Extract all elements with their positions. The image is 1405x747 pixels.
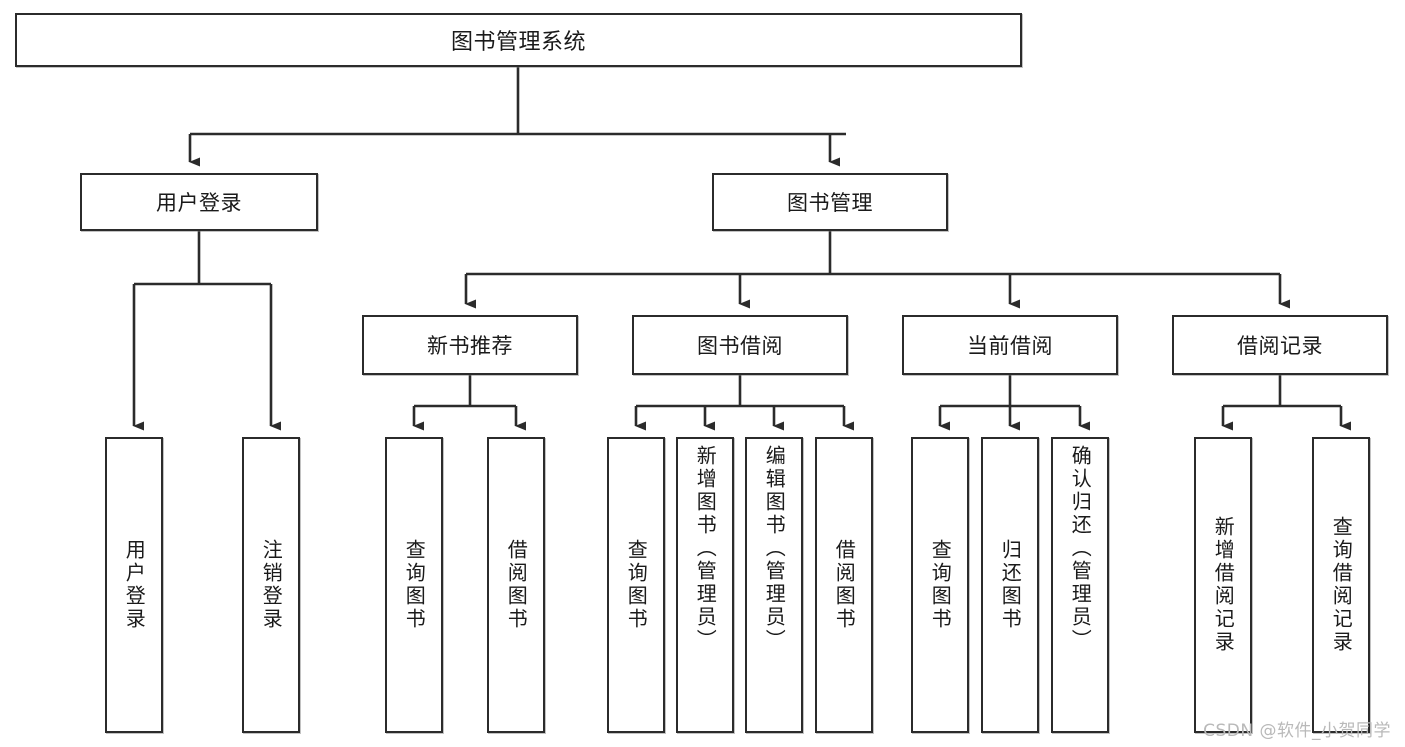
node-book-manage[interactable]: 图书管理 (712, 173, 948, 231)
node-leaf-query-book-1[interactable]: 查询图书 (385, 437, 443, 733)
node-label: 用户登录 (122, 539, 147, 631)
node-leaf-borrow-book-1[interactable]: 借阅图书 (487, 437, 545, 733)
node-label: 编辑图书（管理员） (762, 445, 787, 652)
node-book-borrow[interactable]: 图书借阅 (632, 315, 848, 375)
node-label: 图书管理系统 (450, 30, 586, 55)
node-borrow-record[interactable]: 借阅记录 (1172, 315, 1388, 375)
node-current-borrow[interactable]: 当前借阅 (902, 315, 1118, 375)
node-leaf-edit-book[interactable]: 编辑图书（管理员） (745, 437, 803, 733)
node-label: 用户登录 (156, 191, 242, 215)
node-label: 当前借阅 (967, 334, 1053, 358)
node-label: 查询图书 (402, 539, 427, 631)
node-new-book-recommend[interactable]: 新书推荐 (362, 315, 578, 375)
node-leaf-add-record[interactable]: 新增借阅记录 (1194, 437, 1252, 733)
node-leaf-return-book[interactable]: 归还图书 (981, 437, 1039, 733)
node-leaf-add-book[interactable]: 新增图书（管理员） (676, 437, 734, 733)
node-label: 注销登录 (259, 539, 284, 631)
node-label: 图书管理 (787, 191, 873, 215)
node-leaf-query-book-3[interactable]: 查询图书 (911, 437, 969, 733)
node-label: 确认归还（管理员） (1068, 445, 1093, 652)
node-user-login[interactable]: 用户登录 (80, 173, 318, 231)
node-label: 新增图书（管理员） (693, 445, 718, 652)
node-label: 查询图书 (624, 539, 649, 631)
node-root-system[interactable]: 图书管理系统 (15, 13, 1022, 67)
node-leaf-confirm-return[interactable]: 确认归还（管理员） (1051, 437, 1109, 733)
node-leaf-query-book-2[interactable]: 查询图书 (607, 437, 665, 733)
watermark-text: CSDN @软件_小贺同学 (1203, 721, 1391, 741)
node-leaf-user-login[interactable]: 用户登录 (105, 437, 163, 733)
node-label: 借阅图书 (504, 539, 529, 631)
node-label: 新增借阅记录 (1211, 516, 1236, 654)
node-leaf-borrow-book-2[interactable]: 借阅图书 (815, 437, 873, 733)
node-label: 图书借阅 (697, 334, 783, 358)
node-leaf-logout[interactable]: 注销登录 (242, 437, 300, 733)
node-label: 借阅图书 (832, 539, 857, 631)
node-leaf-query-record[interactable]: 查询借阅记录 (1312, 437, 1370, 733)
node-label: 归还图书 (998, 539, 1023, 631)
node-label: 新书推荐 (427, 334, 513, 358)
node-label: 查询借阅记录 (1329, 516, 1354, 654)
node-label: 借阅记录 (1237, 334, 1323, 358)
node-label: 查询图书 (928, 539, 953, 631)
